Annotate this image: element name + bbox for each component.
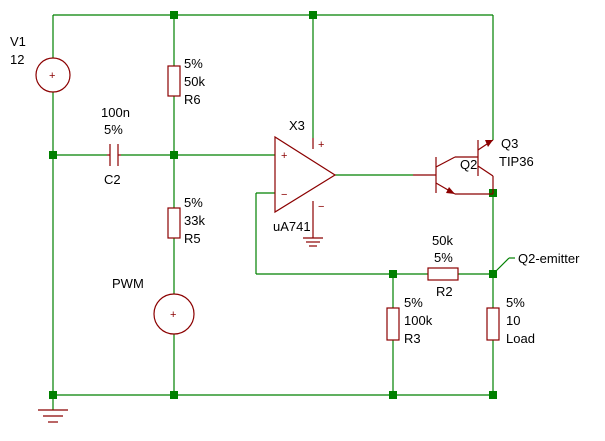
q3-transistor: Q3 TIP36	[477, 136, 534, 194]
r6-name: R6	[184, 92, 201, 107]
r5-resistor: 5% 33k R5	[167, 195, 205, 246]
q3-model: TIP36	[499, 154, 534, 169]
load-resistor: 5% 10 Load	[486, 295, 535, 346]
r2-tolerance: 5%	[434, 250, 453, 265]
r6-value: 50k	[184, 74, 205, 89]
ground-symbol	[38, 409, 68, 423]
load-name: Load	[506, 331, 535, 346]
r6-tolerance: 5%	[184, 56, 203, 71]
junction-node	[170, 151, 178, 159]
r5-tolerance: 5%	[184, 195, 203, 210]
load-tolerance: 5%	[506, 295, 525, 310]
r5-value: 33k	[184, 213, 205, 228]
q2-transistor: Q2	[413, 156, 493, 195]
r3-name: R3	[404, 331, 421, 346]
c2-tolerance: 5%	[104, 122, 123, 137]
x3-name: X3	[289, 118, 305, 133]
junction-node	[489, 391, 497, 399]
x3-supply-minus-sign: −	[318, 201, 324, 213]
v1-source: + V1 12	[10, 34, 71, 93]
load-value: 10	[506, 313, 520, 328]
r3-value: 100k	[404, 313, 433, 328]
pwm-name: PWM	[112, 276, 144, 291]
q3-name: Q3	[501, 136, 518, 151]
r2-value: 50k	[432, 233, 453, 248]
x3-inverting-sign: −	[281, 189, 287, 201]
pwm-source: + PWM	[112, 276, 195, 335]
q2-name: Q2	[460, 157, 477, 172]
wires	[52, 14, 515, 410]
c2-name: C2	[104, 172, 121, 187]
junction-node	[389, 391, 397, 399]
junction-node	[389, 270, 397, 278]
x3-model: uA741	[273, 219, 311, 234]
x3-opamp: + − + − X3 uA741	[273, 118, 337, 247]
net-label-q2-emitter: Q2-emitter	[518, 251, 580, 266]
v1-name: V1	[10, 34, 26, 49]
r3-tolerance: 5%	[404, 295, 423, 310]
v1-plus-sign: +	[49, 70, 55, 82]
r3-resistor: 5% 100k R3	[386, 295, 433, 346]
junction-node	[49, 391, 57, 399]
junction-node	[309, 11, 317, 19]
junction-node	[49, 151, 57, 159]
x3-supply-plus-sign: +	[318, 139, 324, 151]
x3-noninverting-sign: +	[281, 150, 287, 162]
r6-resistor: 5% 50k R6	[167, 56, 205, 107]
v1-value: 12	[10, 52, 24, 67]
r2-name: R2	[436, 284, 453, 299]
junction-nodes	[49, 11, 497, 399]
junction-node	[489, 270, 497, 278]
r5-name: R5	[184, 231, 201, 246]
r2-resistor: 50k 5% R2	[427, 233, 459, 299]
c2-capacitor: 100n 5% C2	[101, 105, 130, 187]
junction-node	[170, 391, 178, 399]
pwm-plus-sign: +	[170, 309, 176, 321]
junction-node	[170, 11, 178, 19]
c2-value: 100n	[101, 105, 130, 120]
